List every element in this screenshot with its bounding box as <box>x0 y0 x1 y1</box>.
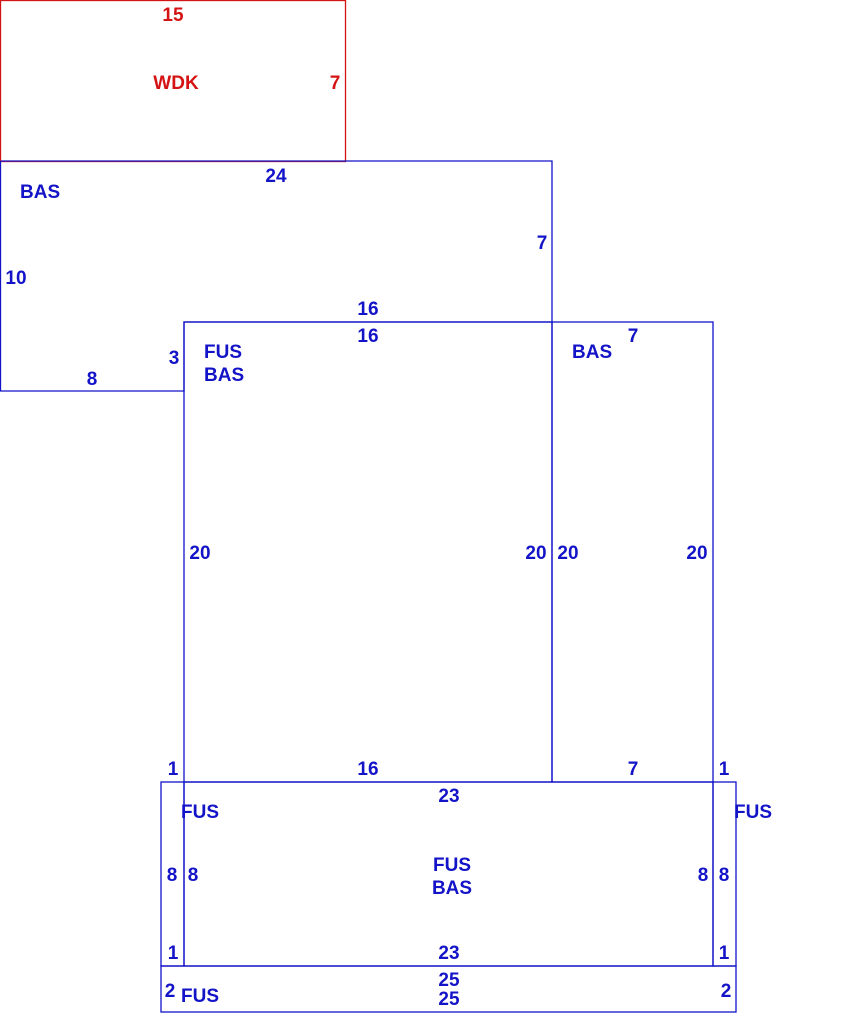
bas-upper-area-code: BAS <box>20 182 60 203</box>
fus-right-strip-outer-dimension: 8 <box>719 865 730 886</box>
fus-bottom-strip-bottom-dimension: 25 <box>438 989 460 1010</box>
fus-bas-middle-code-upper: FUS <box>204 342 242 363</box>
fus-bas-middle-code-lower: BAS <box>204 365 244 386</box>
fus-left-strip-top-dimension: 1 <box>168 759 179 780</box>
fus-bottom-strip-top-dimension: 25 <box>438 970 460 991</box>
fus-right-strip-inner-dimension: 8 <box>698 865 709 886</box>
fus-bas-middle-left-dimension: 20 <box>189 543 210 564</box>
fus-bas-middle-top-dimension: 16 <box>357 326 378 347</box>
bas-upper-top-dimension: 24 <box>265 166 287 187</box>
wdk-area-code: WDK <box>153 73 199 94</box>
wdk-top-dimension: 15 <box>162 5 184 26</box>
bas-upper-bottom-dimension: 8 <box>87 369 98 390</box>
bas-right-area-code: BAS <box>572 342 612 363</box>
fus-bottom-strip-outline <box>160 965 737 1013</box>
fus-bas-lower-bottom-dimension: 23 <box>438 943 459 964</box>
bas-right-left-dimension: 20 <box>557 543 578 564</box>
fus-right-strip-top-dimension: 1 <box>719 759 730 780</box>
fus-bas-lower-top-dimension: 23 <box>438 786 459 807</box>
bas-upper-right-dimension: 7 <box>537 233 548 254</box>
fus-left-strip-outer-dimension: 8 <box>167 865 178 886</box>
fus-right-strip-code: FUS <box>734 802 772 823</box>
bas-upper-step-dimension: 3 <box>169 348 180 369</box>
fus-bas-lower-code-lower: BAS <box>432 878 472 899</box>
bas-right-bottom-dimension: 7 <box>628 759 639 780</box>
bas-upper-left-dimension: 10 <box>5 268 26 289</box>
bas-right-top-dimension: 7 <box>628 326 639 347</box>
fus-left-strip-bottom-dimension: 1 <box>168 943 179 964</box>
fus-bas-middle-area-outline <box>183 321 553 783</box>
fus-bottom-strip-right-dimension: 2 <box>721 981 732 1002</box>
wdk-right-dimension: 7 <box>330 73 341 94</box>
fus-bottom-strip-left-dimension: 2 <box>165 981 176 1002</box>
bas-upper-area-outline <box>0 160 553 392</box>
bas-upper-step-top-dimension: 16 <box>357 299 378 320</box>
fus-bas-middle-right-dimension: 20 <box>525 543 546 564</box>
fus-bottom-strip-code: FUS <box>181 986 219 1007</box>
bas-right-right-dimension: 20 <box>686 543 707 564</box>
fus-left-strip-code: FUS <box>181 802 219 823</box>
fus-bas-lower-code-upper: FUS <box>433 855 471 876</box>
fus-left-strip-inner-dimension: 8 <box>188 865 199 886</box>
fus-bas-middle-bottom-dimension: 16 <box>357 759 378 780</box>
fus-right-strip-bottom-dimension: 1 <box>719 943 730 964</box>
